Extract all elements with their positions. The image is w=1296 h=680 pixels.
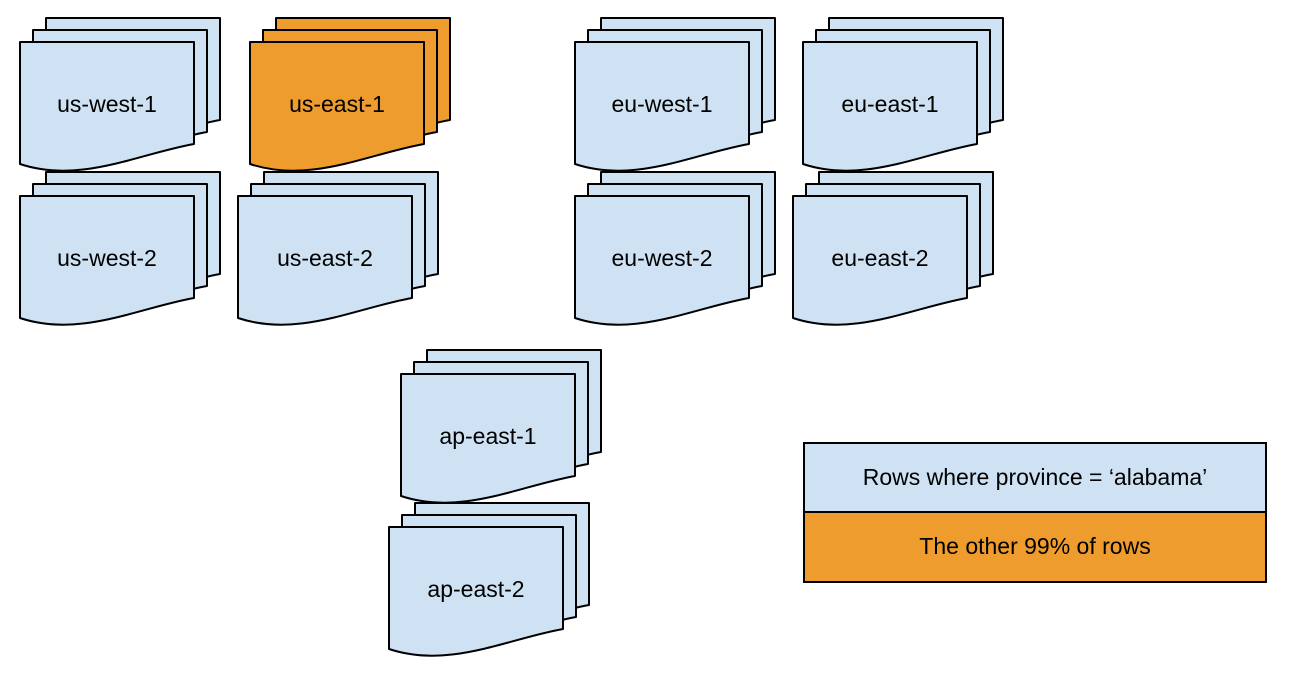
documents-stack-icon [388, 502, 590, 657]
region-stack-us-east-2: us-east-2 [237, 171, 439, 328]
documents-stack-icon [19, 17, 221, 172]
documents-stack-icon [574, 17, 776, 172]
legend-label: The other 99% of rows [919, 533, 1151, 560]
region-stack-eu-east-1: eu-east-1 [802, 17, 1004, 174]
region-stack-ap-east-2: ap-east-2 [388, 502, 590, 659]
documents-stack-icon [249, 17, 451, 172]
documents-stack-icon [237, 171, 439, 326]
region-stack-us-west-2: us-west-2 [19, 171, 221, 328]
documents-stack-icon [19, 171, 221, 326]
region-stack-eu-east-2: eu-east-2 [792, 171, 994, 328]
legend-label: Rows where province = ‘alabama’ [862, 463, 1208, 490]
region-stack-us-east-1: us-east-1 [249, 17, 451, 174]
legend-item-alabama-rows: Rows where province = ‘alabama’ [805, 444, 1265, 513]
legend: Rows where province = ‘alabama’ The othe… [803, 442, 1267, 583]
region-stack-us-west-1: us-west-1 [19, 17, 221, 174]
region-stack-eu-west-2: eu-west-2 [574, 171, 776, 328]
region-stack-ap-east-1: ap-east-1 [400, 349, 602, 506]
documents-stack-icon [400, 349, 602, 504]
region-stack-eu-west-1: eu-west-1 [574, 17, 776, 174]
documents-stack-icon [792, 171, 994, 326]
documents-stack-icon [574, 171, 776, 326]
legend-item-other-rows: The other 99% of rows [805, 512, 1265, 581]
documents-stack-icon [802, 17, 1004, 172]
